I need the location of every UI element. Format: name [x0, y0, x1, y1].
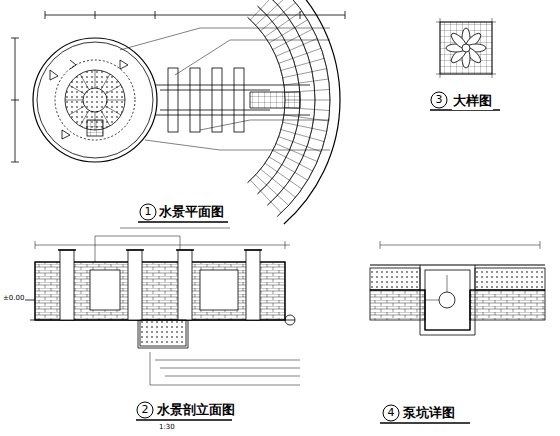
view-title: 泵坑详图 [402, 404, 456, 422]
callout-circle: 2 [136, 401, 154, 419]
callout-circle: 3 [430, 91, 448, 109]
detail-pattern [436, 18, 496, 78]
callout-number: 2 [136, 401, 154, 419]
plan-view [11, 0, 345, 224]
callout-number: 4 [382, 404, 400, 422]
callout-circle: 4 [382, 404, 400, 422]
scale-note: 1:30 [158, 423, 176, 431]
view-title: 水景剖立面图 [156, 401, 236, 419]
callout-number: 1 [139, 203, 157, 221]
callout-circle: 1 [139, 203, 157, 221]
callout-number: 3 [430, 91, 448, 109]
section-elevation [25, 228, 300, 385]
elevation-mark: ±0.00 [2, 294, 25, 302]
pump-pit-detail [370, 241, 545, 335]
view-title: 大样图 [452, 92, 493, 110]
view-title: 水景平面图 [158, 203, 225, 221]
